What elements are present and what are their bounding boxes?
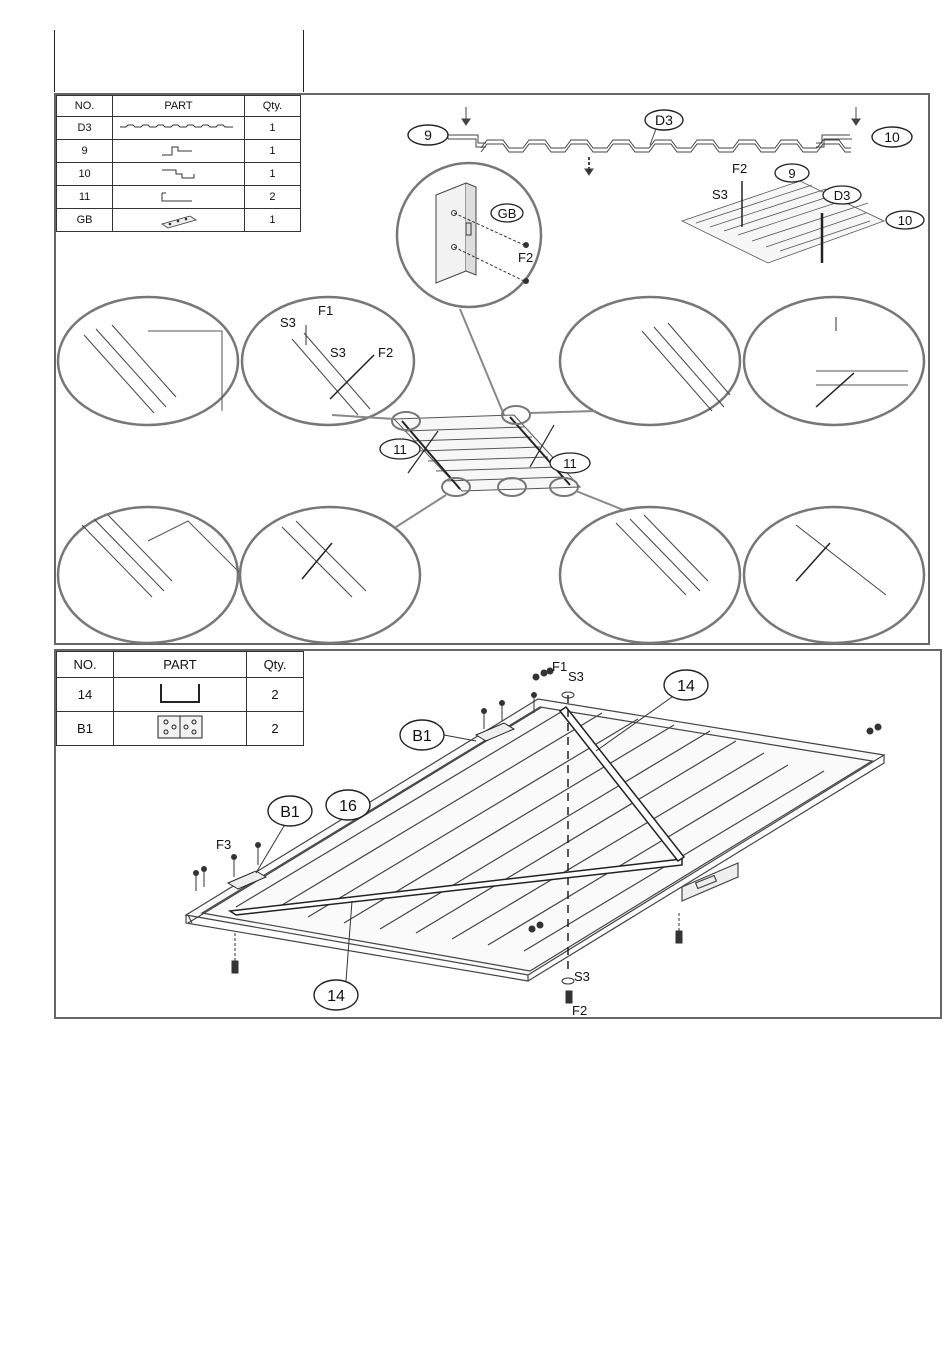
detail-circle-upper-left-outer xyxy=(58,297,238,425)
svg-text:D3: D3 xyxy=(655,112,673,128)
callout-d3: D3 xyxy=(823,186,861,204)
fastener-s3-label: S3 xyxy=(712,187,728,202)
svg-text:14: 14 xyxy=(677,678,695,695)
detail-circle-lower-left-inner xyxy=(240,507,420,643)
detail-circle-lower-left-outer xyxy=(58,507,248,643)
svg-text:11: 11 xyxy=(393,442,407,457)
fastener-f2-label: F2 xyxy=(518,250,533,265)
top-panel-diagram: 9 D3 10 9 D3 10 F2 S3 xyxy=(56,95,932,647)
fastener-s3-label: S3 xyxy=(574,969,590,984)
fastener-f3-label: F3 xyxy=(216,837,231,852)
fastener-s3-label: S3 xyxy=(330,345,346,360)
fastener-s3-label: S3 xyxy=(568,669,584,684)
svg-text:16: 16 xyxy=(339,798,357,815)
callout-10: 10 xyxy=(886,211,924,229)
svg-text:14: 14 xyxy=(327,988,345,1005)
fastener-f2-label: F2 xyxy=(572,1003,587,1018)
svg-text:11: 11 xyxy=(563,456,577,471)
callout-10: 10 xyxy=(872,127,912,147)
bottom-panel-diagram: F1 S3 F3 S3 F2 14 14 B1 B1 16 xyxy=(56,651,944,1021)
header-frame xyxy=(54,30,304,92)
svg-text:B1: B1 xyxy=(280,804,300,821)
svg-text:9: 9 xyxy=(788,166,795,181)
fastener-f2-label: F2 xyxy=(732,161,747,176)
svg-text:10: 10 xyxy=(884,129,900,145)
gb-detail-circle: GB F2 xyxy=(397,163,541,307)
detail-circle-upper-left-inner: S3 F1 S3 F2 xyxy=(242,297,414,425)
callout-9: 9 xyxy=(775,164,809,182)
fastener-f2-label: F2 xyxy=(378,345,393,360)
svg-text:9: 9 xyxy=(424,127,432,143)
callout-11: 11 xyxy=(550,453,590,473)
svg-text:GB: GB xyxy=(498,206,517,221)
callout-11: 11 xyxy=(380,439,420,459)
door-frame-drawing xyxy=(186,695,884,981)
center-frame-assembly xyxy=(332,406,636,527)
fastener-f1-label: F1 xyxy=(552,659,567,674)
fastener-f1-label: F1 xyxy=(318,303,333,318)
assembly-step-panel-top: NO. PART Qty. D3 1 9 1 10 1 11 2 GB 1 xyxy=(54,93,930,645)
assembly-step-panel-bottom: NO. PART Qty. 14 2 B1 2 xyxy=(54,649,942,1019)
detail-circle-lower-right-inner xyxy=(560,507,740,643)
detail-circle-upper-right-inner xyxy=(560,297,740,425)
callout-16: 16 xyxy=(326,790,370,820)
svg-text:B1: B1 xyxy=(412,728,432,745)
svg-text:10: 10 xyxy=(898,213,912,228)
detail-circle-upper-right-outer xyxy=(744,297,924,425)
fastener-s3-label: S3 xyxy=(280,315,296,330)
callout-9: 9 xyxy=(408,125,448,145)
svg-text:D3: D3 xyxy=(834,188,851,203)
detail-circle-lower-right-outer xyxy=(744,507,924,643)
